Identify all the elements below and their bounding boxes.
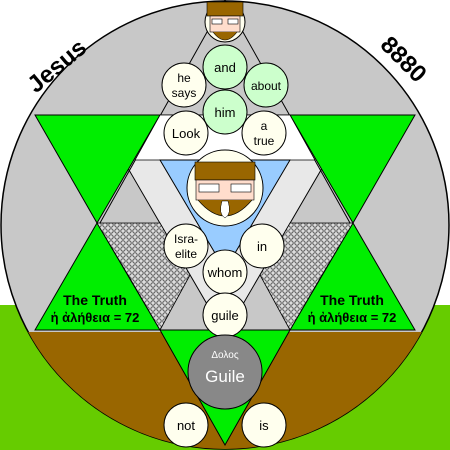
truth-right-title: The Truth: [320, 292, 384, 308]
bubble-he-says: [161, 62, 207, 108]
truth-left-title: The Truth: [63, 292, 127, 308]
bubble-in: [239, 223, 285, 269]
bubble-look: [163, 110, 209, 156]
word-elite: elite: [175, 247, 197, 261]
word-not: not: [177, 418, 195, 433]
green-point-right-top: [289, 114, 416, 224]
guile-label: Guile: [205, 367, 245, 386]
guile-greek: Δολος: [211, 350, 238, 361]
center-face: [186, 149, 264, 227]
word-he: he: [177, 71, 191, 85]
word-whom: whom: [207, 265, 243, 280]
bubble-is: [241, 402, 287, 448]
bubble-and: [202, 44, 248, 90]
word-him: him: [215, 105, 236, 120]
bubble-israelite: [163, 223, 209, 269]
bubble-a-true: [241, 110, 287, 156]
word-is: is: [259, 418, 269, 433]
top-face: [204, 1, 246, 43]
word-isra: Isra-: [174, 232, 198, 246]
truth-right-greek: ἡ ἀλήθεια = 72: [308, 310, 397, 325]
bubble-not: [163, 402, 209, 448]
bubble-about: [243, 62, 289, 108]
word-about: about: [251, 79, 282, 93]
bubble-him: [202, 89, 248, 135]
green-point-left-top: [34, 114, 161, 224]
word-a: a: [261, 119, 268, 133]
word-and: and: [214, 60, 236, 75]
word-in: in: [257, 239, 267, 254]
word-true: true: [254, 134, 275, 148]
word-says: says: [172, 86, 197, 100]
truth-left-greek: ἡ ἀλήθεια = 72: [51, 310, 140, 325]
guile-circle: [187, 334, 263, 410]
word-look: Look: [172, 126, 201, 141]
word-bubbles: [161, 44, 289, 448]
word-guile-small: guile: [211, 308, 238, 323]
